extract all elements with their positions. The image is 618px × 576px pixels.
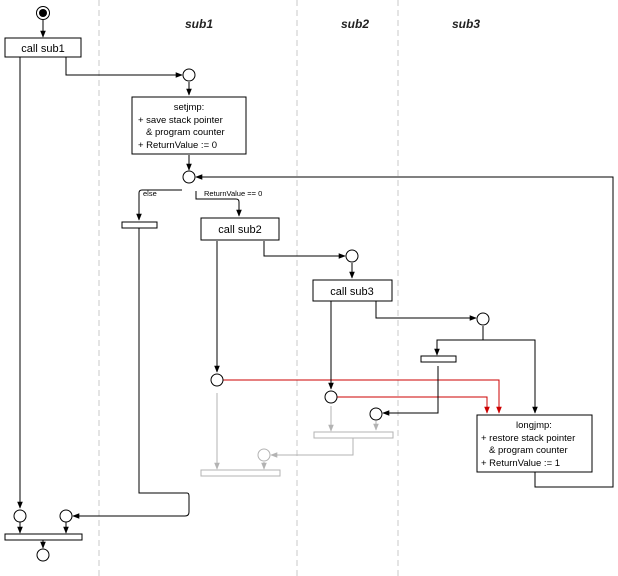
bars xyxy=(4,221,457,541)
call-sub3-label: call sub3 xyxy=(330,286,373,298)
start-node xyxy=(36,6,50,20)
setjmp-line-1: + save stack pointer xyxy=(138,115,223,126)
longjmp-title: longjmp: xyxy=(516,420,552,431)
setjmp-box: setjmp: + save stack pointer & program c… xyxy=(131,96,247,155)
inactive-flows xyxy=(200,393,394,477)
bar-sub3-fork xyxy=(420,355,457,363)
node-sub1-entry xyxy=(182,68,196,82)
flow-sub3-join-to-merge-gray xyxy=(270,438,354,458)
merge-node-gray xyxy=(257,448,271,462)
guard-returnvalue-zero: ReturnValue == 0 xyxy=(204,189,262,198)
flow-call-sub1-to-node xyxy=(65,57,183,78)
node-sub2-entry xyxy=(345,249,359,263)
node-main-right xyxy=(59,509,73,523)
lane-title-sub3: sub3 xyxy=(452,17,480,31)
node-sub3-branch xyxy=(324,390,338,404)
join-bar-sub3-gray xyxy=(313,431,394,439)
call-sub1-label: call sub1 xyxy=(21,43,64,55)
flow-node-to-longjmp xyxy=(482,326,538,414)
flow-decision-returnvalue-zero xyxy=(195,191,242,217)
action-call-sub3: call sub3 xyxy=(312,279,393,302)
flow-fork-to-node xyxy=(382,366,439,416)
longjmp-line-3: + ReturnValue := 1 xyxy=(481,458,560,469)
node-main-left xyxy=(13,509,27,523)
call-sub2-label: call sub2 xyxy=(218,224,261,236)
flow-sub2-to-longjmp-red xyxy=(223,379,502,414)
control-flows xyxy=(17,20,614,549)
end-node xyxy=(36,548,50,562)
flow-call-sub2-to-node xyxy=(263,241,346,259)
longjmp-box: longjmp: + restore stack pointer & progr… xyxy=(476,414,593,473)
flow-nodes xyxy=(13,68,490,523)
flow-node-to-fork xyxy=(434,326,484,356)
flow-longjmp-back-to-decision xyxy=(195,174,614,488)
node-sub2-branch xyxy=(210,373,224,387)
setjmp-line-3: + ReturnValue := 0 xyxy=(138,140,217,151)
join-bar-sub2-gray xyxy=(200,469,281,477)
node-sub3-entry xyxy=(476,312,490,326)
longjmp-flows xyxy=(223,379,502,414)
flow-decision-else xyxy=(136,189,182,221)
bar-else xyxy=(121,221,158,229)
longjmp-line-1: + restore stack pointer xyxy=(481,433,575,444)
action-call-sub2: call sub2 xyxy=(200,217,280,241)
setjmp-line-2: & program counter xyxy=(146,127,225,138)
swimlane-dividers xyxy=(98,0,399,576)
flow-sub3-to-longjmp-red xyxy=(337,396,490,414)
guard-else: else xyxy=(143,189,157,198)
flow-call-sub3-to-node xyxy=(375,301,477,321)
longjmp-line-2: & program counter xyxy=(489,445,568,456)
lane-title-sub1: sub1 xyxy=(185,17,213,31)
node-sub1-decision xyxy=(182,170,196,184)
lane-title-sub2: sub2 xyxy=(341,17,369,31)
bar-final-join xyxy=(4,533,83,541)
flow-else-bar-down xyxy=(72,228,190,519)
setjmp-title: setjmp: xyxy=(174,102,205,113)
node-sub3-merge xyxy=(369,407,383,421)
action-call-sub1: call sub1 xyxy=(4,37,82,58)
